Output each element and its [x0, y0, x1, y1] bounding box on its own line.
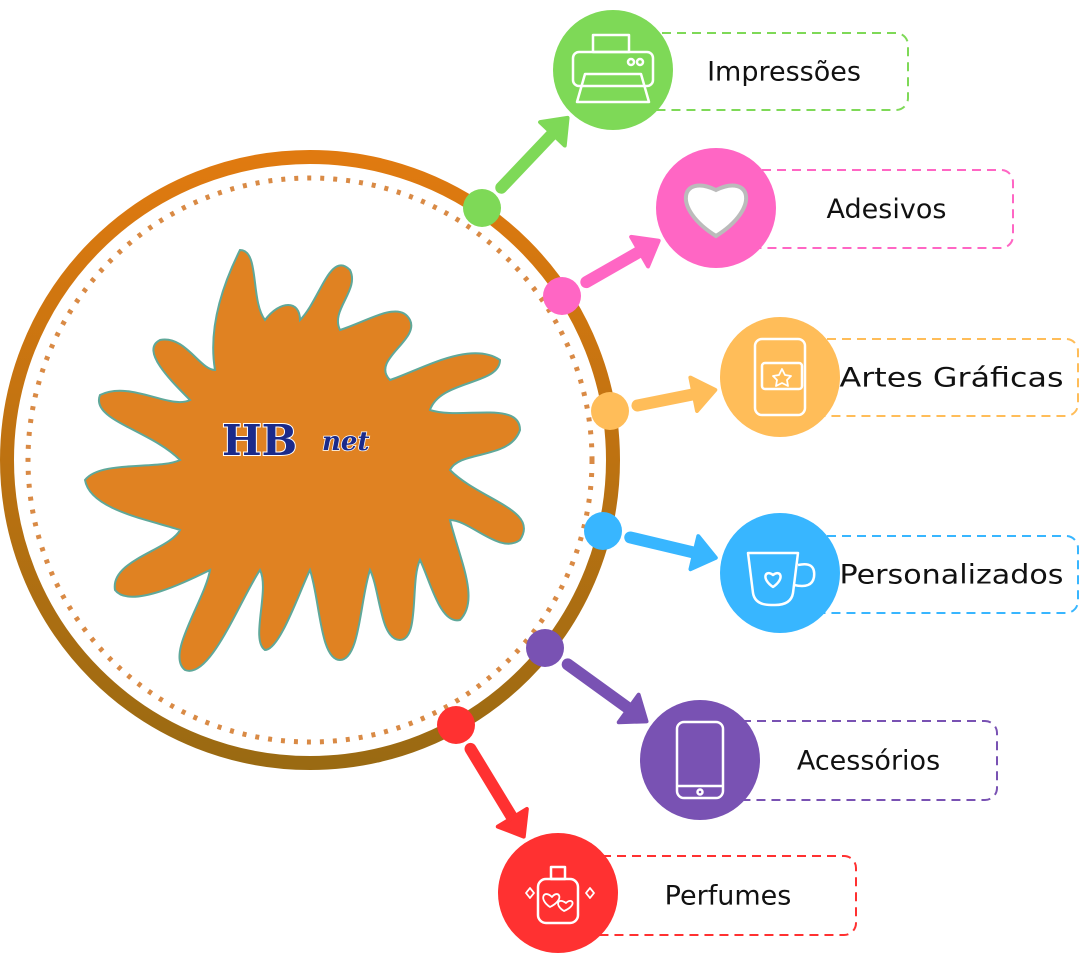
service-item[interactable]: Adesivos — [543, 148, 1014, 315]
logo-hb: HB — [222, 416, 297, 465]
service-label: Acessórios — [797, 746, 940, 777]
phone-ticket-icon — [753, 337, 807, 417]
ring-dot — [463, 189, 501, 227]
printer-icon — [571, 33, 655, 104]
arrow — [495, 115, 570, 194]
arrow — [561, 658, 649, 725]
logo-splat: HB net — [83, 248, 525, 672]
service-icon-circle — [553, 10, 673, 130]
arrow — [631, 375, 718, 413]
service-item[interactable]: Acessórios — [526, 629, 998, 820]
service-icon-circle — [640, 700, 760, 820]
service-label: Impressões — [707, 57, 861, 88]
service-item[interactable]: Perfumes — [437, 706, 857, 953]
ring-dot — [584, 512, 622, 550]
arrow — [464, 742, 529, 839]
service-label: Personalizados — [840, 560, 1064, 591]
smartphone-icon — [675, 720, 725, 800]
service-item[interactable]: Personalizados — [584, 512, 1079, 633]
ring-dot — [437, 706, 475, 744]
service-icon-circle — [498, 833, 618, 953]
arrow — [580, 234, 661, 289]
splat-shape — [83, 248, 525, 672]
perfume-icon — [525, 865, 595, 925]
service-item[interactable]: Artes Gráficas — [591, 317, 1079, 437]
arrow — [624, 531, 718, 572]
service-label: Artes Gráficas — [840, 363, 1064, 394]
outer-ring — [0, 150, 620, 770]
service-label-box — [699, 720, 998, 801]
service-item[interactable]: Impressões — [463, 10, 909, 227]
service-label: Adesivos — [827, 194, 947, 225]
ring-dot — [591, 392, 629, 430]
heart-sticker-icon — [684, 183, 748, 239]
mug-icon — [746, 551, 816, 607]
service-label: Perfumes — [665, 881, 792, 912]
dotted-inner-ring — [25, 175, 595, 745]
logo-net: net — [322, 427, 369, 457]
service-icon-circle — [720, 317, 840, 437]
ring-dot — [543, 277, 581, 315]
ring-dot — [526, 629, 564, 667]
